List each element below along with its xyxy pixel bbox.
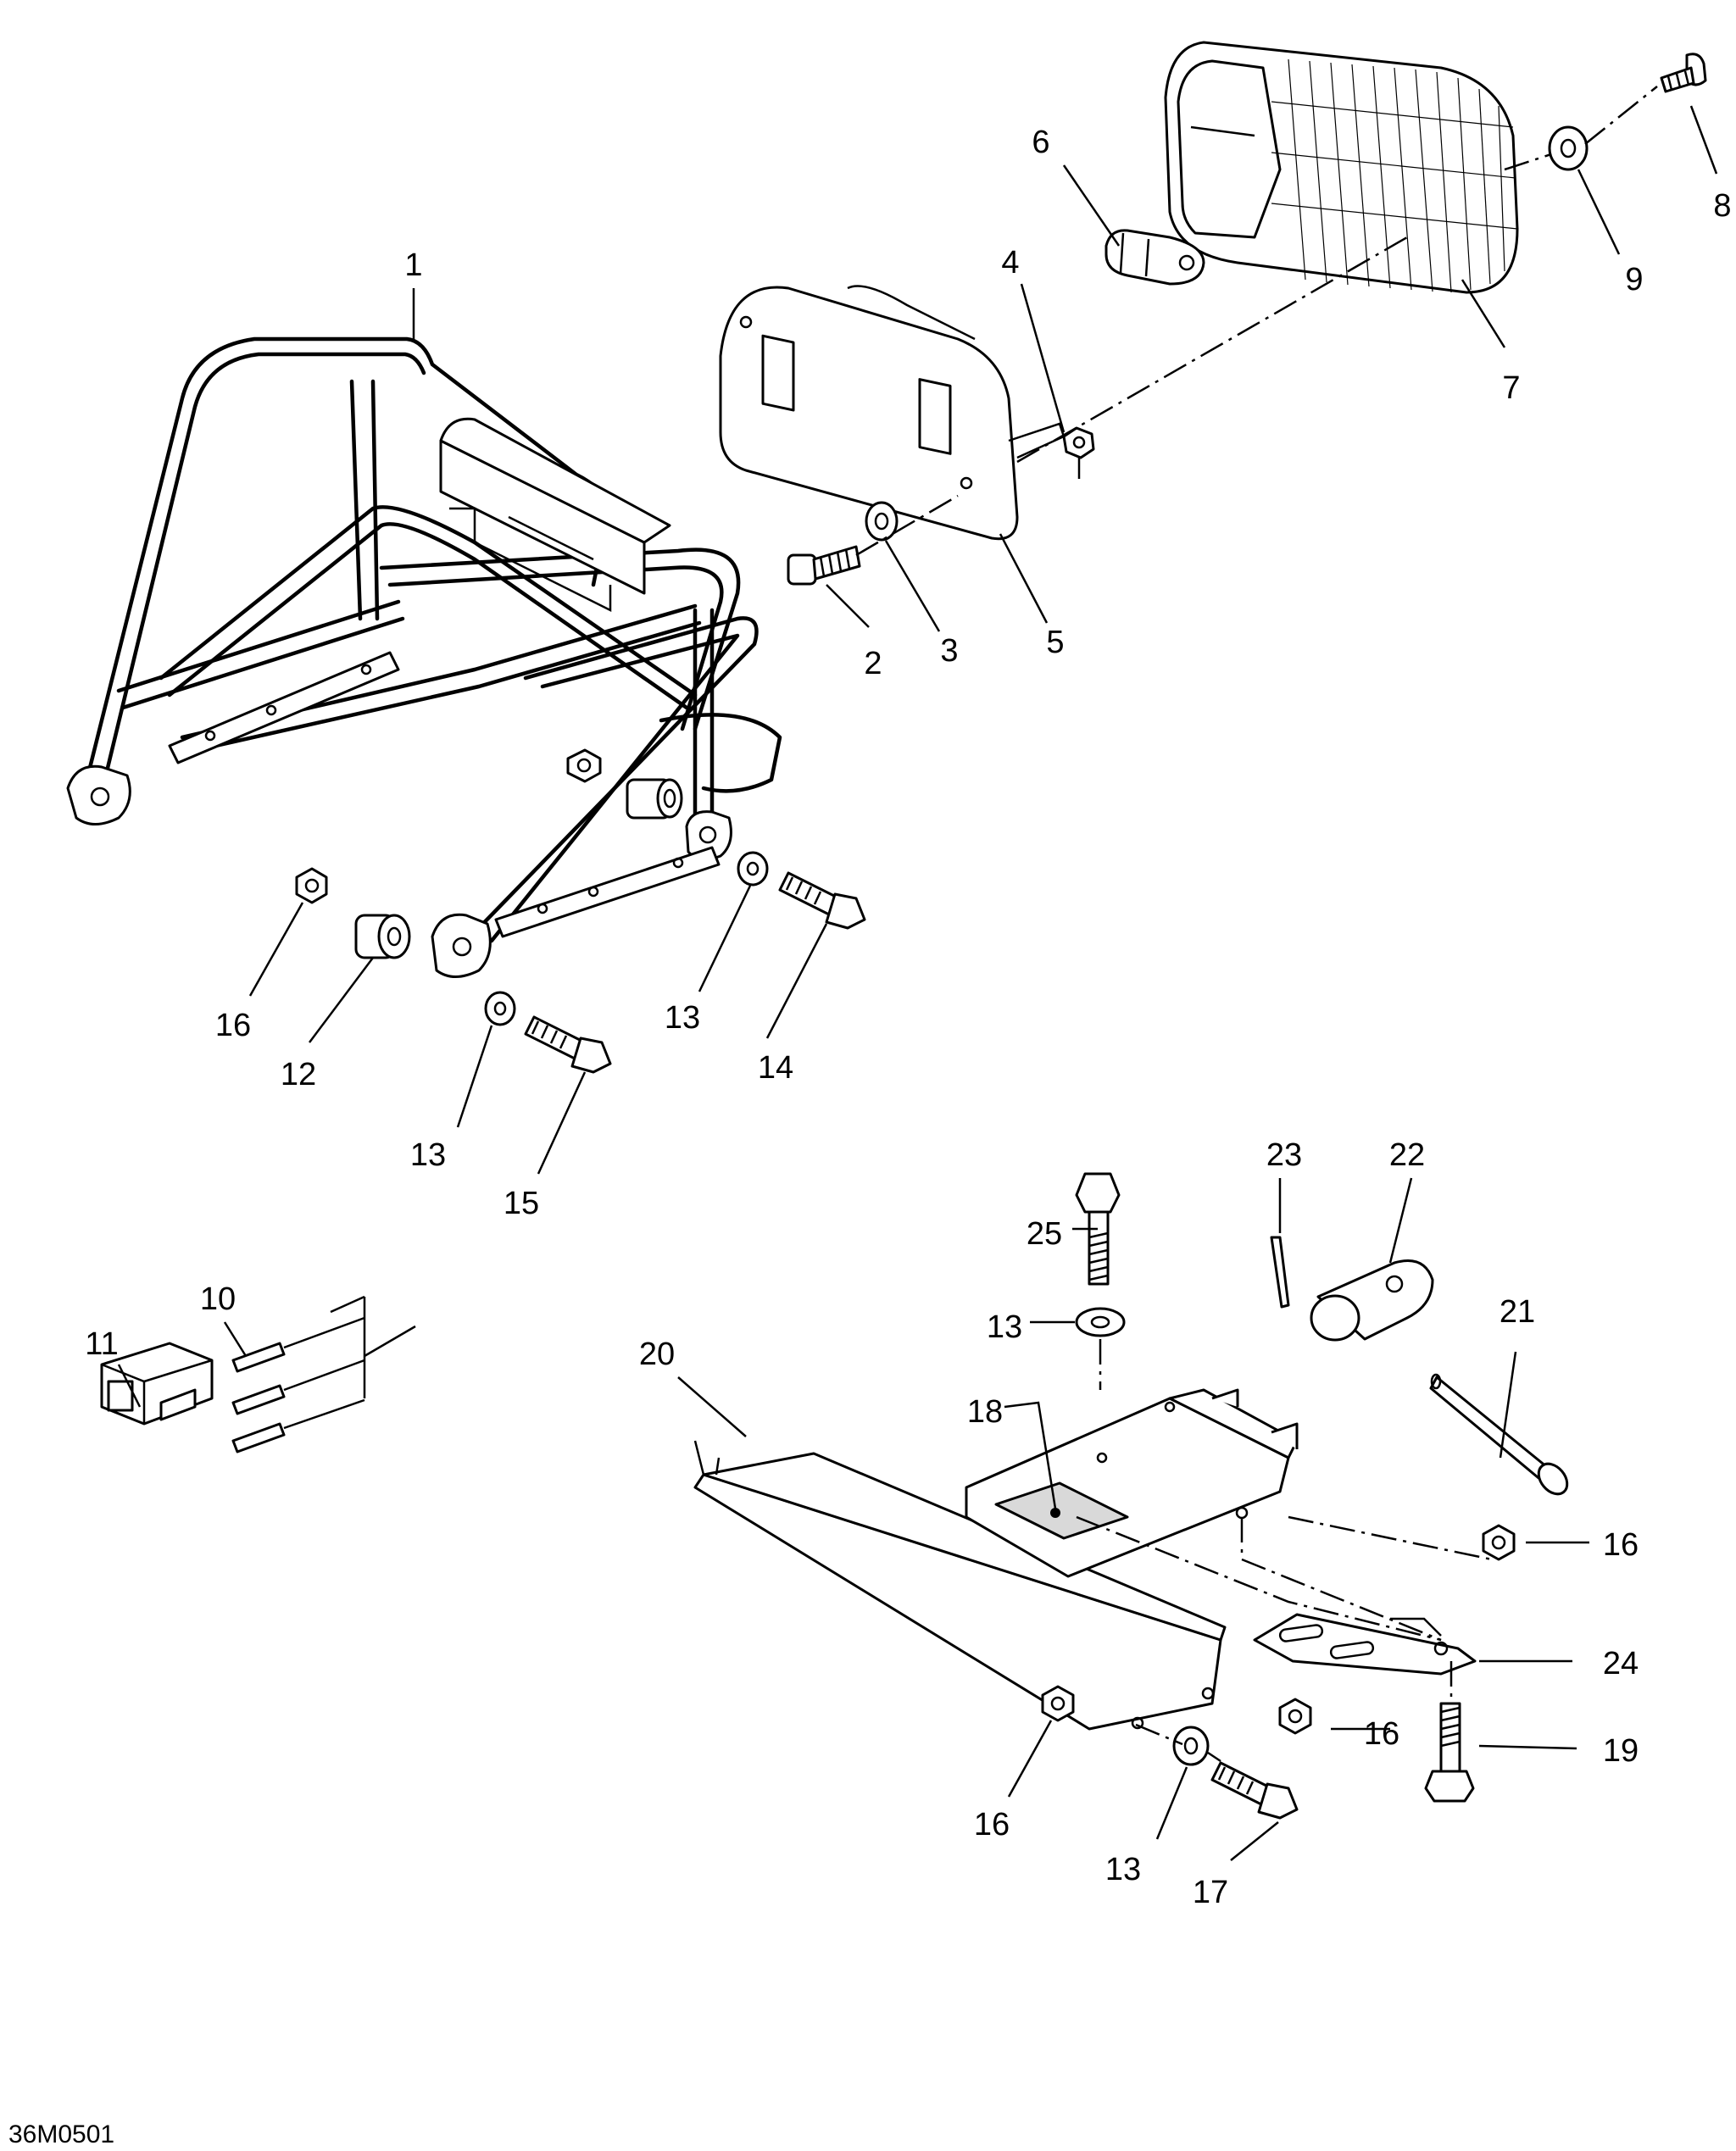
nut-16-right: [1482, 1524, 1516, 1561]
nut-4: [1062, 426, 1095, 459]
callout-13-d: 13: [1105, 1852, 1141, 1887]
callout-1: 1: [404, 247, 422, 283]
callout-16-b: 16: [1603, 1527, 1639, 1563]
callout-21: 21: [1500, 1294, 1535, 1330]
assembly-axis-screw: [855, 494, 959, 557]
washer-13-a: [737, 851, 769, 887]
washer-9: [1548, 125, 1589, 171]
bolt-14: [778, 871, 866, 930]
callout-11: 11: [85, 1326, 118, 1362]
assembly-axis-8: [1504, 86, 1658, 171]
callout-22: 22: [1389, 1137, 1425, 1173]
washer-13-c: [1075, 1307, 1126, 1337]
callout-23: 23: [1266, 1137, 1302, 1173]
callout-5: 5: [1046, 625, 1064, 660]
nut-16-upper: [295, 867, 328, 904]
callout-7: 7: [1502, 370, 1520, 406]
callout-18: 18: [967, 1394, 1003, 1430]
bolt-17: [1210, 1761, 1299, 1820]
rack-frame: [66, 336, 782, 978]
callout-25: 25: [1027, 1216, 1062, 1252]
pin-21: [1429, 1373, 1569, 1496]
screw-2: [787, 545, 861, 586]
washer-13-b: [484, 991, 516, 1026]
nut-16-bracket: [1278, 1698, 1312, 1735]
figure-code: 36M0501: [8, 2120, 114, 2148]
screw-8: [1660, 53, 1707, 93]
assembly-axis-16: [1288, 1515, 1493, 1561]
assembly-axis-plate: [1076, 1515, 1442, 1642]
spacer-12: [354, 914, 411, 959]
assembly-axis-light: [1016, 236, 1408, 464]
bolt-19: [1424, 1702, 1475, 1803]
plate-20: [693, 1440, 1227, 1731]
callout-2: 2: [864, 646, 882, 681]
callout-13-c: 13: [987, 1309, 1022, 1345]
bulb: [1104, 229, 1205, 286]
leader-lines: [117, 105, 1718, 1861]
washer-3: [865, 501, 899, 542]
cotter-23: [1270, 1236, 1290, 1309]
callout-4: 4: [1001, 245, 1019, 281]
callout-12: 12: [281, 1057, 316, 1092]
callout-14: 14: [758, 1050, 793, 1086]
nut-16-plate: [1041, 1685, 1075, 1722]
callout-15: 15: [504, 1186, 539, 1221]
callout-9: 9: [1625, 262, 1643, 297]
callout-20: 20: [639, 1337, 675, 1372]
callout-8: 8: [1713, 188, 1731, 224]
light-base: [719, 285, 1066, 541]
callout-13-a: 13: [665, 1000, 700, 1036]
light-lens: [1164, 41, 1519, 294]
callout-13-b: 13: [410, 1137, 446, 1173]
assembly-axis-pin: [1240, 1517, 1442, 1642]
hitch-bracket: [965, 1388, 1299, 1578]
terminals-10: [231, 1295, 416, 1453]
callout-17: 17: [1193, 1875, 1228, 1910]
callout-16-a: 16: [215, 1008, 251, 1043]
assembly-axis-17: [1135, 1723, 1221, 1763]
callout-16-d: 16: [974, 1807, 1010, 1843]
callout-3: 3: [940, 633, 958, 669]
bolt-15: [524, 1015, 612, 1074]
washer-13-d: [1172, 1726, 1210, 1766]
callout-labels: 1 2 3 5 4 6 7 8 9 10 11 16 12 13 14 13 1…: [85, 125, 1731, 1910]
callout-24: 24: [1603, 1646, 1639, 1681]
clevis-22: [1310, 1259, 1434, 1342]
callout-10: 10: [200, 1281, 236, 1317]
connector-11: [100, 1342, 214, 1426]
callout-16-c: 16: [1364, 1716, 1399, 1752]
callout-6: 6: [1032, 125, 1049, 160]
lens-ribs: [1271, 58, 1518, 293]
bracket-24: [1253, 1613, 1477, 1676]
callout-19: 19: [1603, 1733, 1639, 1769]
